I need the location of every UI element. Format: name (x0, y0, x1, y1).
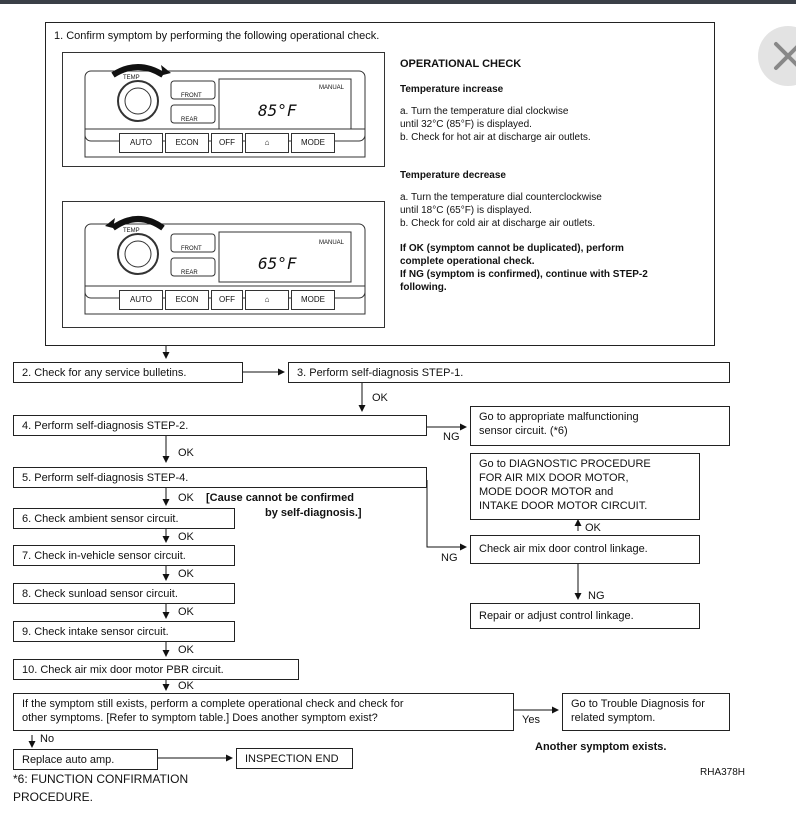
step-1-text: 1. Confirm symptom by performing the fol… (54, 30, 380, 42)
step-6-box: 6. Check ambient sensor circuit. (13, 508, 235, 529)
operational-check-text: OPERATIONAL CHECK Temperature increase a… (400, 58, 710, 294)
step-2-box: 2. Check for any service bulletins. (13, 362, 243, 383)
control-panel-decrease: TEMP FRONT REAR MANUAL 65°F AUTO ECON OF… (62, 201, 385, 328)
dec-line: a. Turn the temperature dial countercloc… (400, 192, 602, 203)
control-panel-increase: TEMP FRONT REAR MANUAL 85°F AUTO ECON OF… (62, 52, 385, 167)
front-label: FRONT (181, 93, 202, 99)
panel-outline-art (84, 216, 366, 315)
mode-button[interactable]: MODE (291, 133, 335, 153)
dial-label: TEMP (123, 228, 140, 234)
no-label: No (40, 733, 55, 745)
ok-label: OK (178, 644, 194, 656)
defrost-icon: ⌂ (264, 138, 270, 147)
manual-label: MANUAL (319, 85, 345, 91)
trouble-box: Go to Trouble Diagnosis for related symp… (562, 693, 730, 731)
defrost-button[interactable]: ⌂ (245, 290, 289, 310)
step-3-box: 3. Perform self-diagnosis STEP-1. (288, 362, 730, 383)
cause-label: by self-diagnosis.] (265, 507, 362, 519)
step-7-box: 7. Check in-vehicle sensor circuit. (13, 545, 235, 566)
ok-label: OK (585, 522, 601, 534)
close-icon (774, 42, 796, 70)
malfunction-line: Go to appropriate malfunctioning (479, 411, 639, 423)
replace-box: Replace auto amp. (13, 749, 158, 770)
ok-label: OK (178, 447, 194, 459)
malfunction-line: sensor circuit. (*6) (479, 425, 568, 437)
diag-line: Go to DIAGNOSTIC PROCEDURE (479, 458, 651, 470)
trouble-line: Go to Trouble Diagnosis for (571, 698, 705, 710)
step-10-box: 10. Check air mix door motor PBR circuit… (13, 659, 299, 680)
footnote-line: *6: FUNCTION CONFIRMATION (13, 772, 189, 786)
front-label: FRONT (181, 246, 202, 252)
step-11-line: other symptoms. [Refer to symptom table.… (22, 712, 378, 724)
ok-label: OK (178, 568, 194, 580)
diag-line: INTAKE DOOR MOTOR CIRCUIT. (479, 500, 648, 512)
note-line: If OK (symptom cannot be duplicated), pe… (400, 243, 624, 254)
trouble-line: related symptom. (571, 712, 656, 724)
step-11-box: If the symptom still exists, perform a c… (13, 693, 514, 731)
dec-line: b. Check for cold air at discharge air o… (400, 218, 596, 229)
ok-label: OK (178, 680, 194, 692)
close-button[interactable] (758, 26, 796, 86)
off-button[interactable]: OFF (211, 290, 243, 310)
diag-line: FOR AIR MIX DOOR MOTOR, (479, 472, 629, 484)
step-8-box: 8. Check sunload sensor circuit. (13, 583, 235, 604)
ok-label: OK (178, 492, 194, 504)
ok-label: OK (178, 531, 194, 543)
malfunction-box: Go to appropriate malfunctioning sensor … (470, 406, 730, 446)
repair-box: Repair or adjust control linkage. (470, 603, 700, 629)
dial-label: TEMP (123, 75, 140, 81)
inc-line: b. Check for hot air at discharge air ou… (400, 132, 591, 143)
ok-label: OK (178, 606, 194, 618)
top-bar (0, 0, 796, 4)
step-5-box: 5. Perform self-diagnosis STEP-4. (13, 467, 427, 488)
diag-line: MODE DOOR MOTOR and (479, 486, 614, 498)
inc-title: Temperature increase (400, 84, 504, 95)
step-11-line: If the symptom still exists, perform a c… (22, 698, 404, 710)
note-line: following. (400, 282, 447, 293)
step-4-box: 4. Perform self-diagnosis STEP-2. (13, 415, 427, 436)
auto-button[interactable]: AUTO (119, 133, 163, 153)
figure-code: RHA378H (700, 767, 746, 778)
diagnostic-box: Go to DIAGNOSTIC PROCEDURE FOR AIR MIX D… (470, 453, 700, 520)
lcd-display: 65°F (258, 254, 297, 273)
ng-label: NG (441, 552, 458, 564)
ng-label: NG (588, 590, 605, 602)
manual-label: MANUAL (319, 240, 345, 246)
mode-button[interactable]: MODE (291, 290, 335, 310)
off-button[interactable]: OFF (211, 133, 243, 153)
inc-line: a. Turn the temperature dial clockwise (400, 106, 569, 117)
step-9-box: 9. Check intake sensor circuit. (13, 621, 235, 642)
note-line: If NG (symptom is confirmed), continue w… (400, 269, 648, 280)
dec-line: until 18°C (65°F) is displayed. (400, 205, 532, 216)
defrost-icon: ⌂ (264, 295, 270, 304)
dec-title: Temperature decrease (400, 170, 506, 181)
ok-label: OK (372, 392, 388, 404)
lcd-display: 85°F (258, 101, 297, 120)
rear-label: REAR (181, 270, 198, 276)
auto-button[interactable]: AUTO (119, 290, 163, 310)
econ-button[interactable]: ECON (165, 133, 209, 153)
rear-label: REAR (181, 117, 198, 123)
note-line: complete operational check. (400, 256, 535, 267)
yes-label: Yes (522, 714, 540, 726)
econ-button[interactable]: ECON (165, 290, 209, 310)
inc-line: until 32°C (85°F) is displayed. (400, 119, 532, 130)
another-symptom-label: Another symptom exists. (535, 741, 667, 753)
linkage-box: Check air mix door control linkage. (470, 535, 700, 564)
defrost-button[interactable]: ⌂ (245, 133, 289, 153)
ng-label: NG (443, 431, 460, 443)
end-box: INSPECTION END (236, 748, 353, 769)
cause-label: [Cause cannot be confirmed (206, 492, 354, 504)
ops-title: OPERATIONAL CHECK (400, 58, 522, 70)
footnote-line: PROCEDURE. (13, 790, 94, 804)
